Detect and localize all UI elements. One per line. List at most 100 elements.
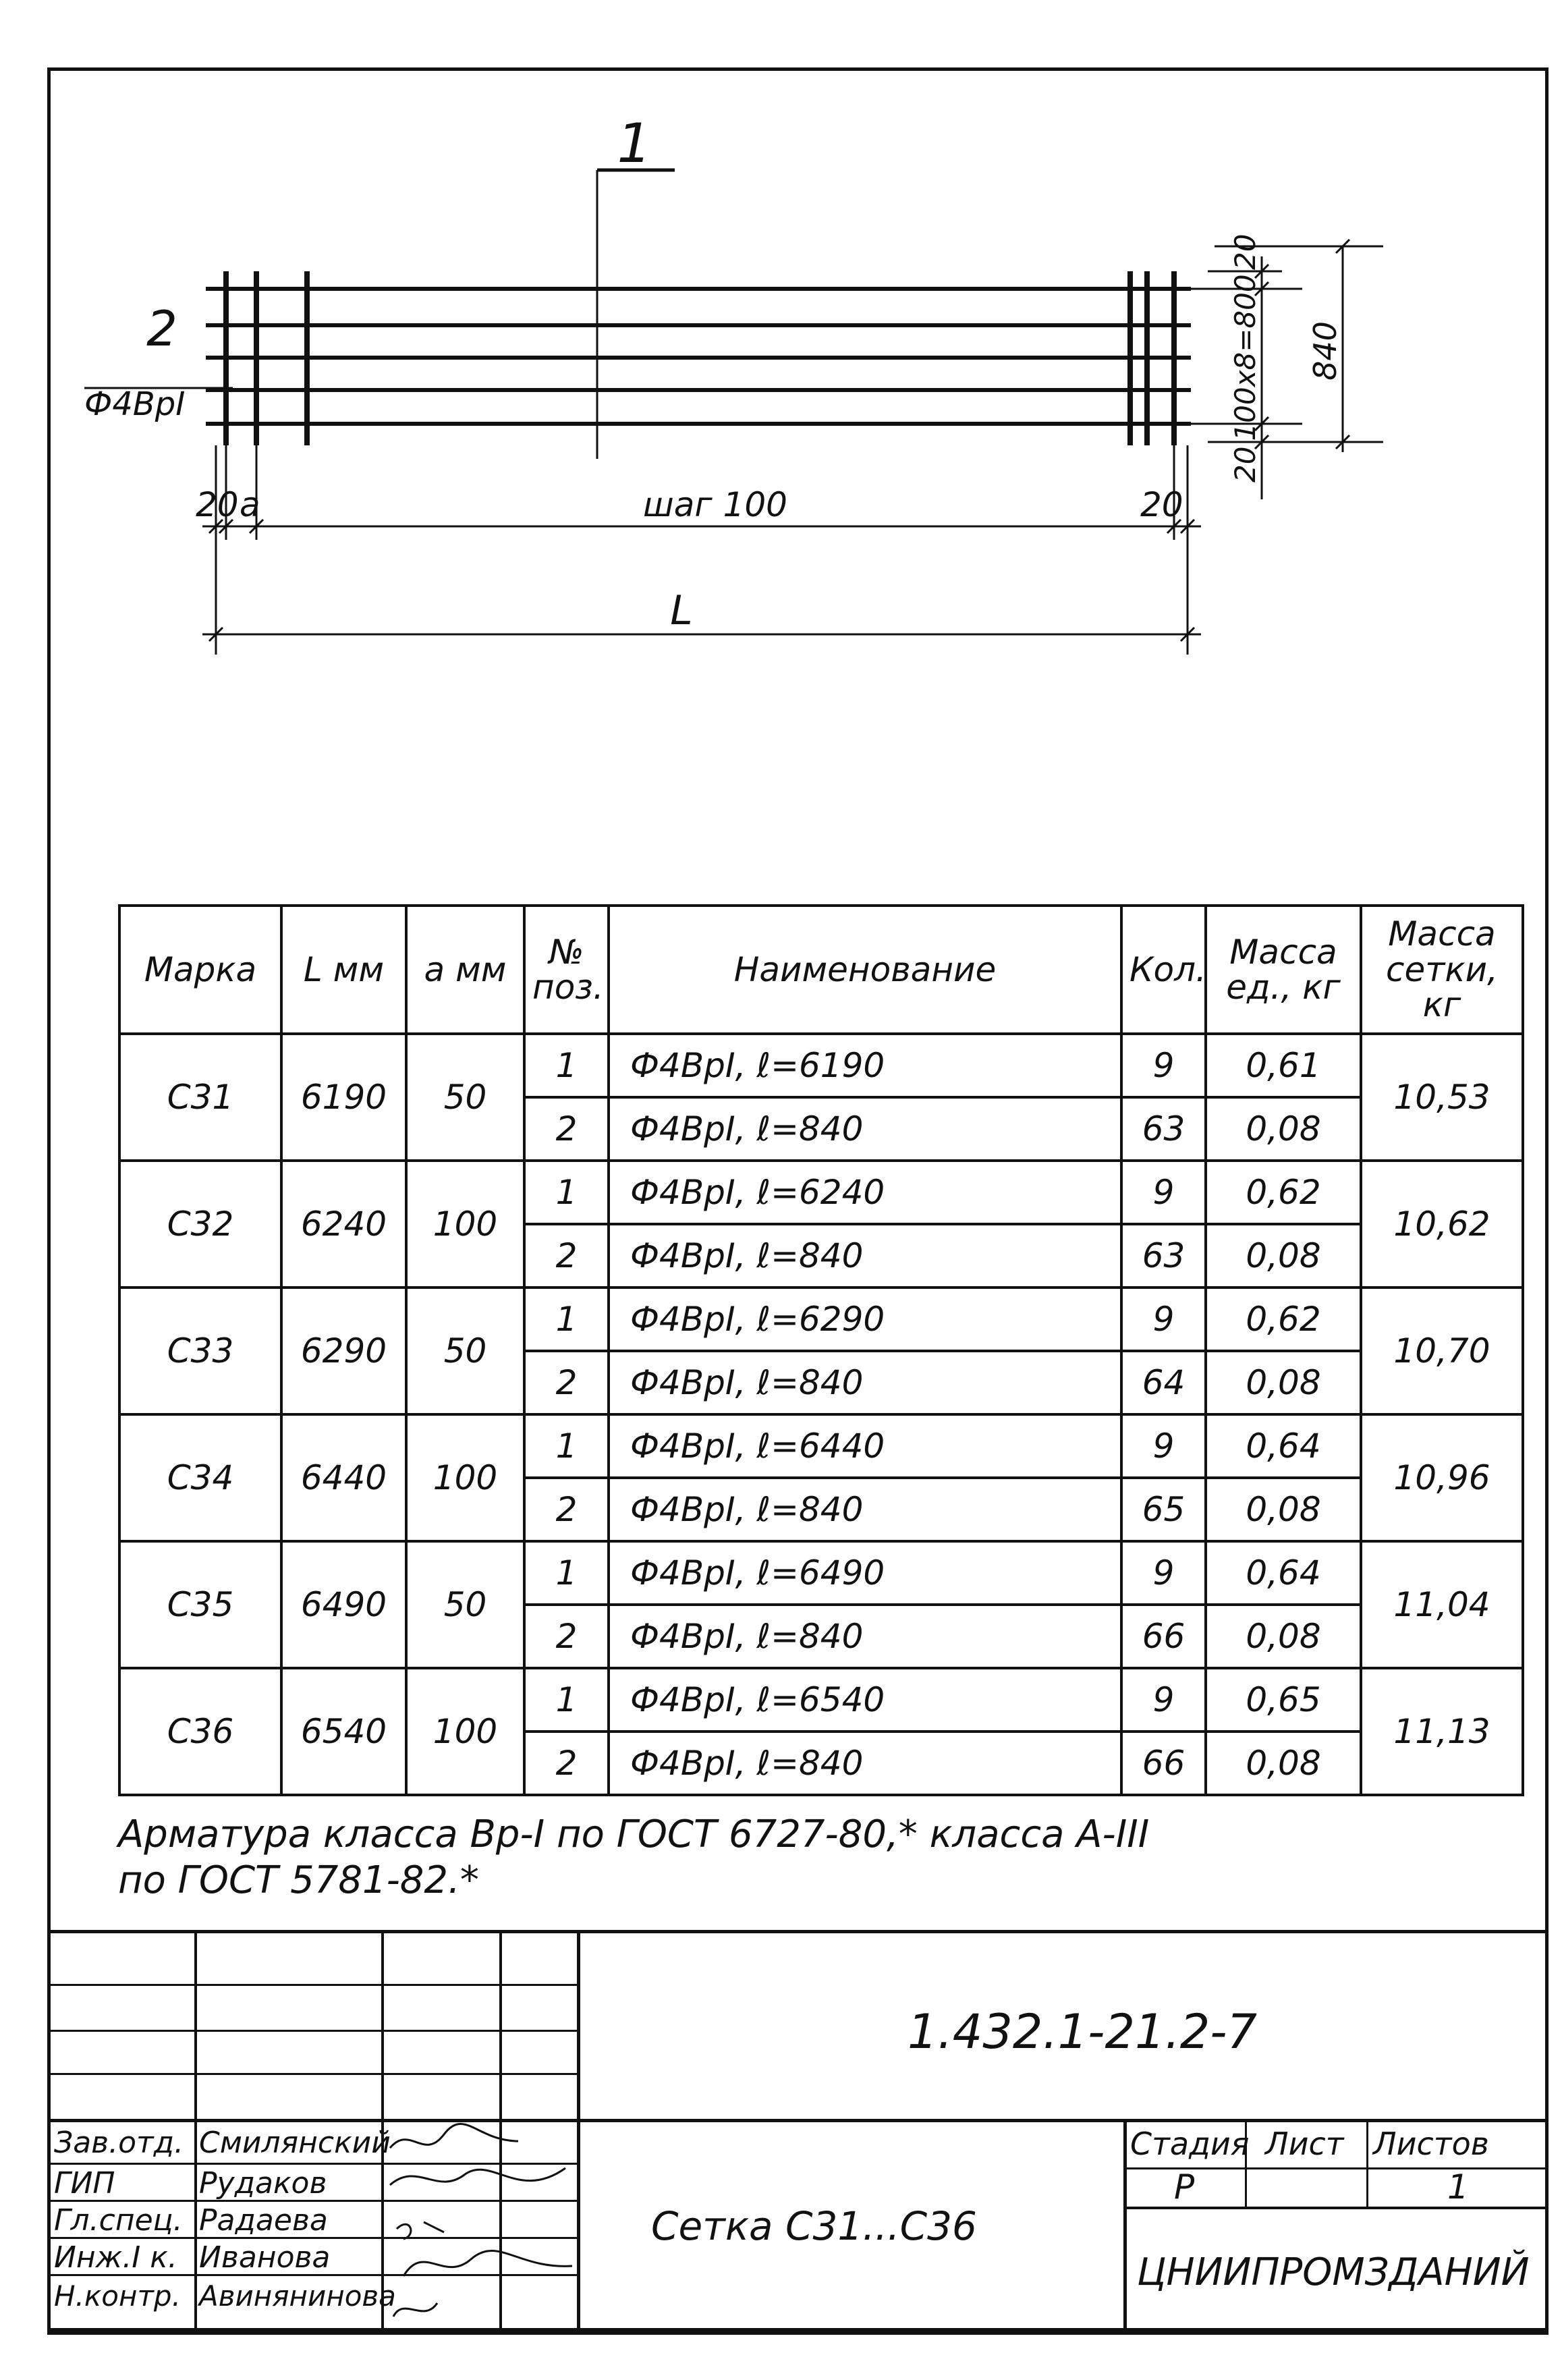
cell-a: 50 — [405, 1032, 526, 1162]
cell-unit-mass: 0,64 — [1204, 1413, 1362, 1479]
header-mesh-mass: Масса сетки, кг — [1360, 904, 1524, 1035]
dim-top-edge: 20 — [1229, 234, 1262, 270]
header-a: a мм — [405, 904, 526, 1035]
table-row: С32 6240 100 1 Ф4ВрI, ℓ=6240 9 0,62 10,6… — [118, 1159, 1524, 1289]
cell-pos: 2 — [523, 1730, 610, 1796]
cell-pos: 1 — [523, 1540, 610, 1606]
title-block: Зав.отд. Смилянский ГИП Рудаков Гл.спец.… — [51, 1930, 1545, 2331]
cell-a: 100 — [405, 1413, 526, 1543]
cell-mark: С34 — [118, 1413, 283, 1543]
cross-bars — [223, 271, 1177, 445]
sheets-label: Листов — [1373, 2126, 1489, 2162]
cell-a: 50 — [405, 1286, 526, 1416]
table-row: С35 6490 50 1 Ф4ВрI, ℓ=6490 9 0,64 11,04 — [118, 1540, 1524, 1669]
cell-mesh-mass: 10,96 — [1360, 1413, 1524, 1543]
cell-unit-mass: 0,08 — [1204, 1730, 1362, 1796]
cell-mark: С32 — [118, 1159, 283, 1289]
cell-pos: 1 — [523, 1286, 610, 1352]
cell-name: Ф4ВрI, ℓ=840 — [607, 1603, 1123, 1669]
cell-qty: 66 — [1120, 1730, 1207, 1796]
cell-pos: 1 — [523, 1413, 610, 1479]
cell-qty: 66 — [1120, 1603, 1207, 1669]
cell-name: Ф4ВрI, ℓ=6190 — [607, 1032, 1123, 1099]
cell-name: Ф4ВрI, ℓ=840 — [607, 1350, 1123, 1416]
table-row: С36 6540 100 1 Ф4ВрI, ℓ=6540 9 0,65 11,1… — [118, 1667, 1524, 1796]
specification-table: Марка L мм a мм № поз. Наименование Кол.… — [118, 904, 1524, 1796]
staff-name-2: Радаева — [199, 2203, 328, 2238]
cell-pos: 2 — [523, 1096, 610, 1162]
table-row: С31 6190 50 1 Ф4ВрI, ℓ=6190 9 0,61 10,53 — [118, 1032, 1524, 1162]
cell-length: 6540 — [280, 1667, 408, 1796]
document-code: 1.432.1-21.2-7 — [908, 2004, 1258, 2059]
dim-total: L — [670, 587, 692, 634]
table-row: 2 Ф4ВрI, ℓ=840 63 0,08 — [119, 1223, 1523, 1289]
reinforcement-note: Арматура класса Вр-I по ГОСТ 6727-80,* к… — [118, 1812, 1501, 1904]
cell-qty: 65 — [1120, 1476, 1207, 1543]
cell-qty: 9 — [1120, 1159, 1207, 1225]
cell-length: 6190 — [280, 1032, 408, 1162]
cell-pos: 1 — [523, 1032, 610, 1099]
cell-mesh-mass: 11,04 — [1360, 1540, 1524, 1669]
drawing-title: Сетка С31...С36 — [651, 2203, 977, 2249]
cell-name: Ф4ВрI, ℓ=840 — [607, 1096, 1123, 1162]
cell-name: Ф4ВрI, ℓ=6440 — [607, 1413, 1123, 1479]
cell-qty: 64 — [1120, 1350, 1207, 1416]
cell-a: 100 — [405, 1159, 526, 1289]
cell-name: Ф4ВрI, ℓ=6490 — [607, 1540, 1123, 1606]
cell-mark: С31 — [118, 1032, 283, 1162]
drawing-sheet-frame — [47, 67, 1549, 2335]
cell-a: 100 — [405, 1667, 526, 1796]
cell-mesh-mass: 10,53 — [1360, 1032, 1524, 1162]
table-row: 2 Ф4ВрI, ℓ=840 64 0,08 — [119, 1350, 1523, 1416]
cell-length: 6440 — [280, 1413, 408, 1543]
cell-qty: 63 — [1120, 1223, 1207, 1289]
cell-pos: 2 — [523, 1223, 610, 1289]
cell-name: Ф4ВрI, ℓ=6240 — [607, 1159, 1123, 1225]
dim-a: a — [240, 485, 260, 524]
cell-qty: 63 — [1120, 1096, 1207, 1162]
cell-unit-mass: 0,08 — [1204, 1350, 1362, 1416]
mesh-drawing: 1 2 Ф4ВрI — [84, 112, 1383, 655]
cell-qty: 9 — [1120, 1667, 1207, 1733]
section-mark-number: 1 — [617, 112, 652, 175]
header-length: L мм — [280, 904, 408, 1035]
cell-unit-mass: 0,08 — [1204, 1096, 1362, 1162]
cell-unit-mass: 0,61 — [1204, 1032, 1362, 1099]
cell-qty: 9 — [1120, 1540, 1207, 1606]
staff-role-0: Зав.отд. — [54, 2126, 184, 2160]
signatures — [389, 2123, 573, 2317]
organization: ЦНИИПРОМЗДАНИЙ — [1137, 2250, 1530, 2294]
cell-name: Ф4ВрI, ℓ=840 — [607, 1730, 1123, 1796]
table-row: 2 Ф4ВрI, ℓ=840 66 0,08 — [119, 1730, 1523, 1796]
cell-pos: 2 — [523, 1476, 610, 1543]
dim-right-edge: 20 — [1140, 485, 1183, 524]
cell-pos: 2 — [523, 1350, 610, 1416]
cell-name: Ф4ВрI, ℓ=840 — [607, 1476, 1123, 1543]
stage-value: Р — [1174, 2167, 1195, 2207]
cell-a: 50 — [405, 1540, 526, 1669]
cell-unit-mass: 0,08 — [1204, 1476, 1362, 1543]
staff-name-4: Авинянинова — [199, 2279, 396, 2313]
cell-length: 6240 — [280, 1159, 408, 1289]
cell-pos: 2 — [523, 1603, 610, 1669]
rebar-label: Ф4ВрI — [84, 385, 185, 423]
cell-mesh-mass: 11,13 — [1360, 1667, 1524, 1796]
table-row: 2 Ф4ВрI, ℓ=840 65 0,08 — [119, 1476, 1523, 1543]
cell-length: 6490 — [280, 1540, 408, 1669]
dim-middle: 100х8=800 — [1229, 274, 1262, 441]
sheets-value: 1 — [1447, 2167, 1469, 2207]
cell-unit-mass: 0,62 — [1204, 1159, 1362, 1225]
table-header-row: Марка L мм a мм № поз. Наименование Кол.… — [118, 904, 1524, 1035]
cell-name: Ф4ВрI, ℓ=6540 — [607, 1667, 1123, 1733]
dimension-lines — [202, 238, 1383, 655]
staff-name-0: Смилянский — [199, 2126, 391, 2160]
cell-mark: С33 — [118, 1286, 283, 1416]
dim-bottom-edge: 20 — [1229, 447, 1262, 482]
header-name: Наименование — [607, 904, 1123, 1035]
cell-mesh-mass: 10,62 — [1360, 1159, 1524, 1289]
header-pos: № поз. — [523, 904, 610, 1035]
table-row: 2 Ф4ВрI, ℓ=840 66 0,08 — [119, 1603, 1523, 1669]
cell-unit-mass: 0,64 — [1204, 1540, 1362, 1606]
note-line-2: по ГОСТ 5781-82.* — [118, 1858, 479, 1902]
staff-role-4: Н.контр. — [54, 2279, 181, 2313]
